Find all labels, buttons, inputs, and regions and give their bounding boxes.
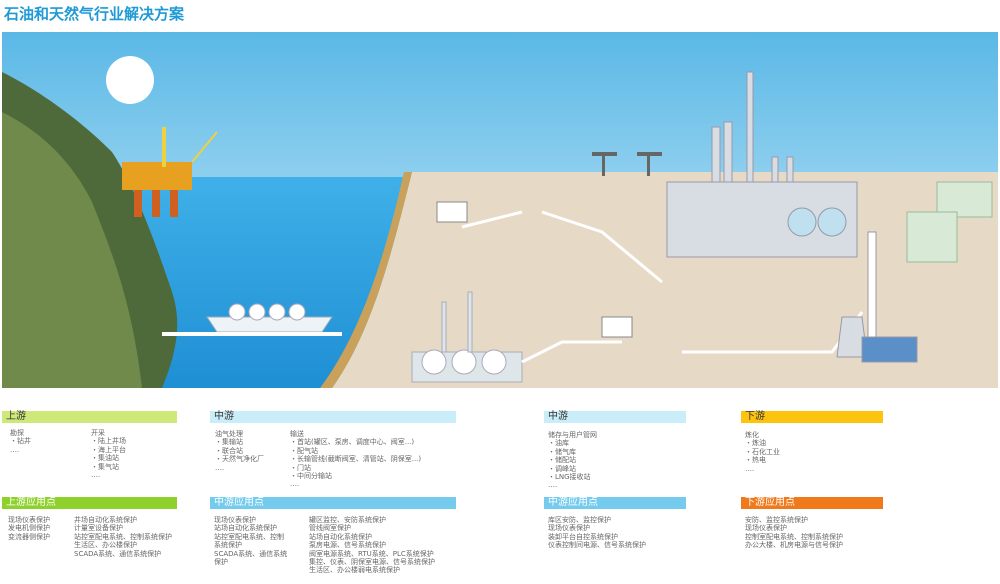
midstream-app-col2: 罐区监控、安防系统保护管线阀室保护站场自动化系统保护泵房电源、信号系统保护阀室电… [309,516,435,575]
midstream-storage-app-col1: 库区安防、监控保护现场仪表保护装卸平台自控系统保护仪表控制间电源、信号系统保护 [548,516,646,550]
industry-illustration [2,32,998,388]
list-item: 站场自动化系统保护 [214,524,277,533]
downstream-app-col1: 安防、监控系统保护现场仪表保护控制室配电系统、控制系统保护办公大楼、机房电源与信… [745,516,843,550]
list-item: …. [290,480,300,489]
list-item: 安防、监控系统保护 [745,516,808,524]
list-item: 仪表控制间电源、信号系统保护 [548,541,646,550]
list-item: …. [548,481,558,490]
list-item: ・集气站 [91,462,119,471]
list-item: ・门站 [290,463,311,472]
list-item: ・储气库 [548,447,576,456]
section-midstream-storage-app-header: 中游应用点 [544,497,686,509]
list-item: ・集油站 [91,454,119,463]
sun-icon [106,56,154,104]
valve-house-icon [436,201,468,223]
list-item: 变流器侧保护 [8,532,50,541]
list-item: 现场仪表保护 [214,516,256,524]
list-item: 炼化 [745,431,759,439]
offshore-platform-icon [122,127,218,217]
list-item: 站控室配电系统、控制系统保护 [74,532,172,541]
list-item: ・石化工业 [745,447,780,456]
list-item: ・钻井 [10,437,31,446]
list-item: SCADA系统、通信系统 [214,549,288,558]
office-buildings-icon [906,181,993,263]
section-upstream-app-header: 上游应用点 [2,497,177,509]
list-item: 现场仪表保护 [745,524,787,533]
shore [320,172,412,388]
upstream-col2: 开采・陆上井场・海上平台・集油站・集气站…. [91,429,126,479]
upstream-col1: 勘探・钻井…. [10,429,31,454]
list-item: 生活区、办公楼弱电系统保护 [309,566,400,575]
lng-tanker-icon [162,303,342,336]
list-item: ・炼油 [745,439,766,448]
downstream-col1: 炼化・炼油・石化工业・热电…. [745,431,780,473]
processing-plant-icon [411,291,523,383]
list-item: ・储配站 [548,456,576,465]
section-downstream-header: 下游 [741,411,883,423]
list-item: 保护 [214,557,228,566]
midstream-col1: 油气处理・集输站・联合站・天然气净化厂…. [215,430,264,472]
list-item: 开采 [91,429,105,437]
section-upstream-header: 上游 [2,411,177,423]
list-item: 库区安防、监控保护 [548,516,611,524]
list-item: ・中间分输站 [290,471,332,480]
list-item: ・LNG接收站 [548,472,591,481]
list-item: 控制室配电系统、控制系统保护 [745,532,843,541]
power-plant-icon [836,231,918,363]
midstream-storage-col1: 储存与用户管网・油库・储气库・储配站・调峰站・LNG接收站…. [548,431,597,490]
section-midstream-storage-header: 中游 [544,411,686,423]
list-item: 生活区、办公楼保护 [74,541,137,550]
list-item: …. [91,470,101,479]
list-item: ・调峰站 [548,464,576,473]
list-item: ・配气站 [290,446,318,455]
list-item: ・陆上井场 [91,437,126,446]
list-item: 油气处理 [215,430,243,438]
list-item: 勘探 [10,429,24,437]
refinery-icon [666,71,858,258]
list-item: 现场仪表保护 [8,516,50,524]
list-item: 办公大楼、机房电源与信号保护 [745,541,843,550]
list-item: 站场自动化系统保护 [309,532,372,541]
list-item: ・首站(罐区、泵房、调度中心、阀室...) [290,438,415,447]
list-item: …. [215,463,225,472]
upstream-app-col1: 现场仪表保护发电机侧保护变流器侧保护 [8,516,50,541]
list-item: 阀室电源系统、RTU系统、PLC系统保护 [309,549,434,558]
list-item: ・海上平台 [91,445,126,454]
midstream-col2: 输送・首站(罐区、泵房、调度中心、阀室...)・配气站・长输管线(截断阀室、清管… [290,430,421,489]
section-midstream-header: 中游 [210,411,456,423]
list-item: 现场仪表保护 [548,524,590,533]
list-item: ・热电 [745,456,766,465]
list-item: …. [10,445,20,454]
list-item: 管线阀室保护 [309,524,351,533]
list-item: SCADA系统、通信系统保护 [74,549,162,558]
list-item: 集控、仪表、阴保室电源、信号系统保护 [309,557,435,566]
coastal-hill-front [2,112,142,388]
list-item: ・集输站 [215,438,243,447]
list-item: 计量室设备保护 [74,524,123,533]
list-item: 系统保护 [214,541,242,550]
list-item: 井场自动化系统保护 [74,516,137,524]
list-item: …. [745,464,755,473]
section-midstream-app-header: 中游应用点 [210,497,456,509]
list-item: 罐区监控、安防系统保护 [309,516,386,524]
list-item: 泵房电源、信号系统保护 [309,541,386,550]
list-item: ・油库 [548,439,569,448]
station-house-icon [601,316,633,338]
section-downstream-app-header: 下游应用点 [741,497,883,509]
list-item: 储存与用户管网 [548,431,597,439]
list-item: 装卸平台自控系统保护 [548,532,618,541]
list-item: 发电机侧保护 [8,524,50,533]
list-item: ・天然气净化厂 [215,455,264,464]
list-item: 站控室配电系统、控制 [214,532,284,541]
list-item: ・长输管线(截断阀室、清管站、阴保室...) [290,455,422,464]
pumpjack-icons [592,152,662,176]
page-title: 石油和天然气行业解决方案 [4,5,185,23]
list-item: 输送 [290,430,304,438]
list-item: ・联合站 [215,446,243,455]
